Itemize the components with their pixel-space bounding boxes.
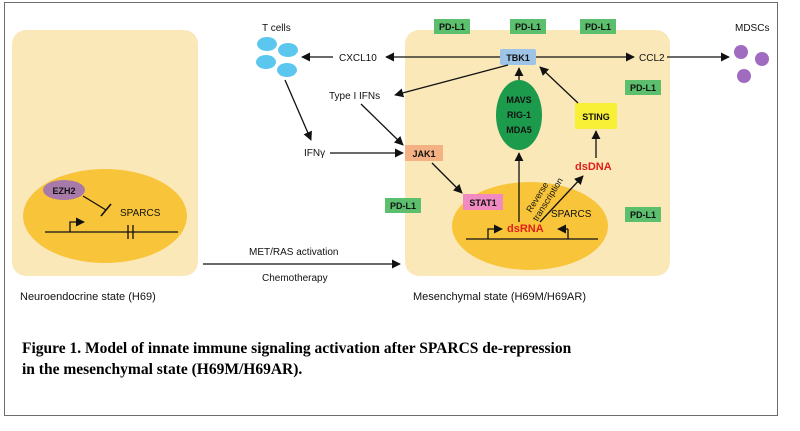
cxcl10-label: CXCL10 [339,53,377,64]
pdl1-badge-2: PD-L1 [510,19,546,34]
dsrna-label: dsRNA [507,223,544,235]
mavs-rig1-mda5-node: MAVS RIG-1 MDA5 [496,80,542,150]
pdl1-badge-4: PD-L1 [625,80,661,95]
svg-text:STAT1: STAT1 [469,198,496,208]
figure-caption-line1: Figure 1. Model of innate immune signali… [22,340,572,357]
svg-text:MDA5: MDA5 [506,125,532,135]
right-gene-diagram [466,224,598,240]
pdl1-badge-5: PD-L1 [385,198,421,213]
pdl1-badge-3: PD-L1 [580,19,616,34]
jak1-node: JAK1 [405,145,443,161]
mdscs-icon [734,45,769,83]
sparcs-label-left: SPARCS [120,208,161,219]
chemotherapy-label: Chemotherapy [262,273,328,284]
svg-text:JAK1: JAK1 [412,149,435,159]
pathway-arrows [203,52,730,269]
left-gene-diagram [45,195,178,239]
figure-caption-line2: in the mesenchymal state (H69M/H69AR). [22,361,302,378]
ifn-gamma-label: IFNγ [304,148,325,159]
svg-text:PD-L1: PD-L1 [585,22,611,32]
svg-text:MAVS: MAVS [506,95,531,105]
svg-text:TBK1: TBK1 [506,53,530,63]
ezh2-node: EZH2 [43,180,85,200]
ccl2-label: CCL2 [639,53,665,64]
stat1-node: STAT1 [463,194,503,210]
t-cells-label: T cells [262,23,291,34]
mesenchymal-state-label: Mesenchymal state (H69M/H69AR) [413,291,586,303]
neuroendocrine-state-label: Neuroendocrine state (H69) [20,291,156,303]
svg-text:PD-L1: PD-L1 [630,83,656,93]
sting-node: STING [575,103,617,129]
svg-text:RIG-1: RIG-1 [507,110,531,120]
sparcs-label-right: SPARCS [551,209,592,220]
met-ras-label: MET/RAS activation [249,247,338,258]
svg-text:STING: STING [582,112,610,122]
svg-text:PD-L1: PD-L1 [630,210,656,220]
svg-text:PD-L1: PD-L1 [439,22,465,32]
svg-text:EZH2: EZH2 [52,186,75,196]
pdl1-badge-1: PD-L1 [434,19,470,34]
svg-text:PD-L1: PD-L1 [515,22,541,32]
type1-ifns-label: Type I IFNs [329,91,380,102]
t-cells-icon [256,37,298,77]
tbk1-node: TBK1 [500,49,536,65]
mdscs-label: MDSCs [735,23,769,34]
dsdna-label: dsDNA [575,161,612,173]
pdl1-badge-6: PD-L1 [625,207,661,222]
neuroendocrine-nucleus [23,169,187,263]
svg-text:PD-L1: PD-L1 [390,201,416,211]
